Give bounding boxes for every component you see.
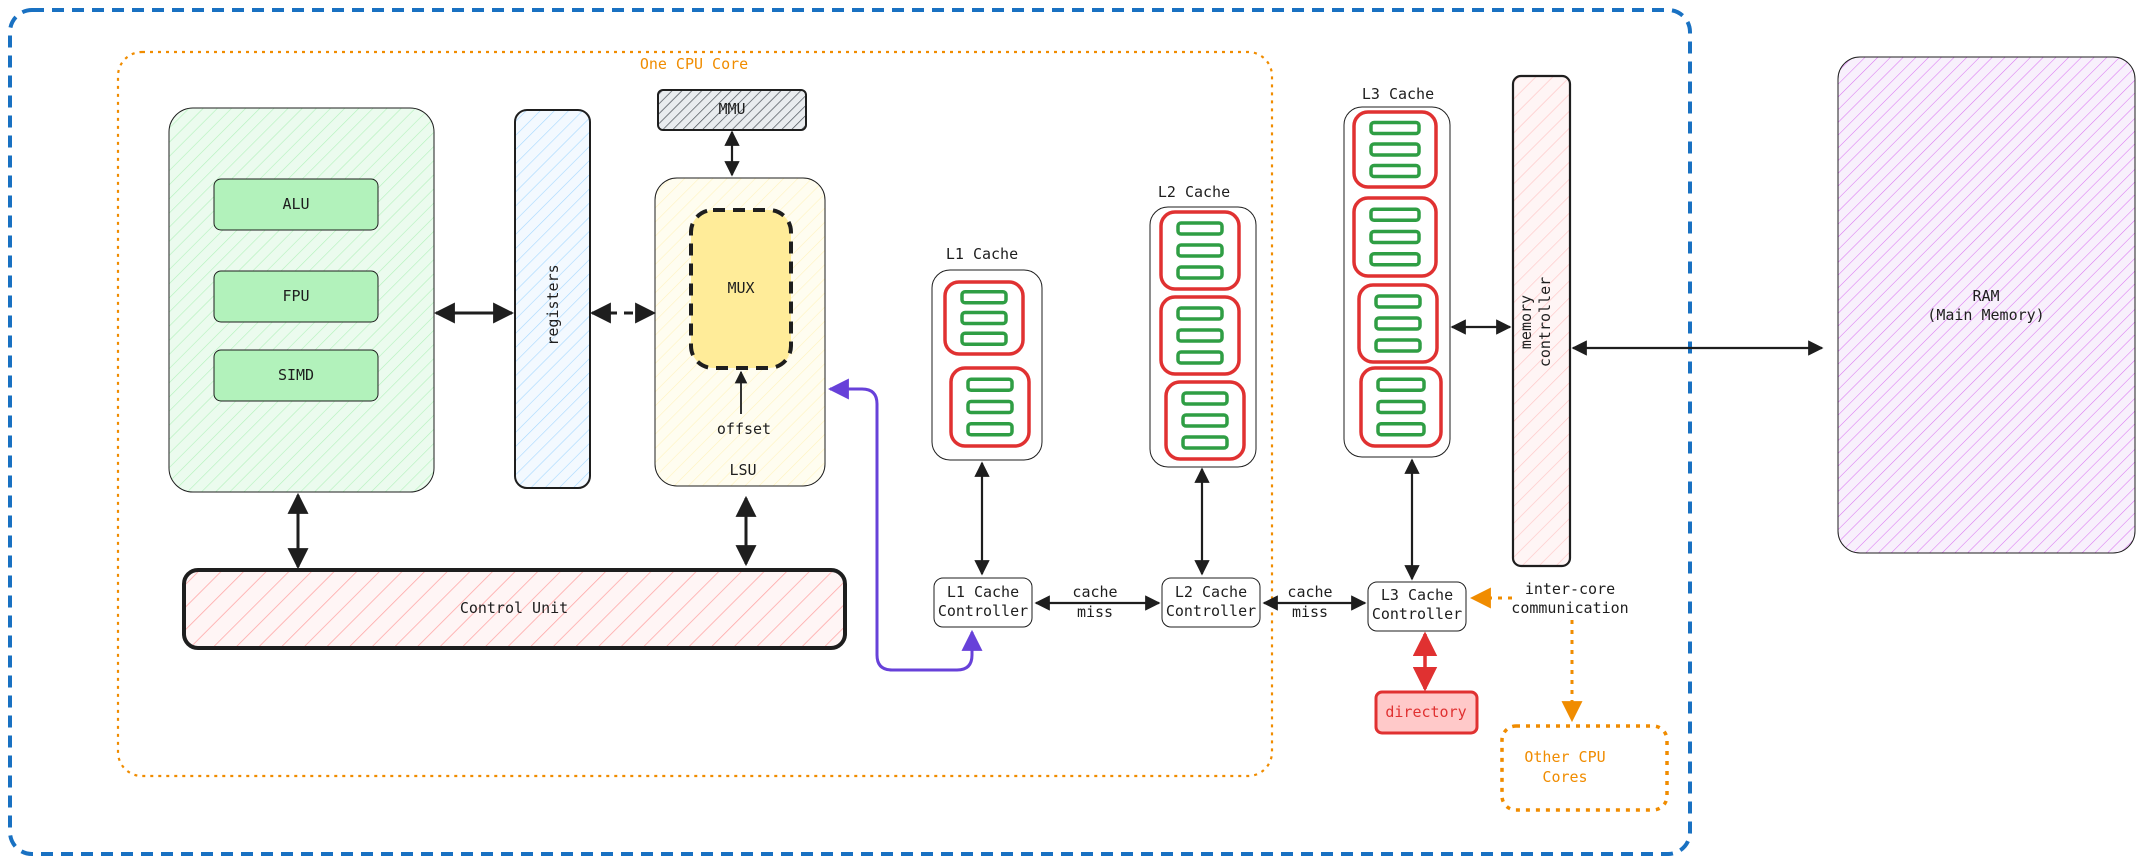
cache-line [1176, 350, 1224, 365]
cache-line [1374, 316, 1422, 331]
l2-controller-line2: Controller [1166, 602, 1256, 620]
cache-line [1181, 391, 1229, 406]
l1-cache-block [943, 280, 1025, 356]
alu-box [213, 178, 379, 231]
registers-label: registers [544, 264, 562, 345]
simd-box [213, 349, 379, 402]
cache-miss-1-line2: miss [1077, 603, 1113, 621]
memory-controller-line1: memory [1517, 295, 1535, 349]
directory-box [1374, 690, 1479, 735]
cache-line [1369, 120, 1421, 136]
cache-line [1176, 328, 1224, 343]
l3-cache-block [1352, 110, 1438, 189]
l2-controller-box [1161, 577, 1261, 628]
l2-cache-block [1159, 295, 1241, 376]
cache-line [966, 422, 1014, 437]
l3-cache-title: L3 Cache [1362, 85, 1434, 103]
cache-line [1369, 163, 1421, 179]
cache-line [966, 377, 1014, 392]
cache-line [1369, 142, 1421, 157]
cache-line [1376, 377, 1426, 392]
other-cores-line1: Other CPU [1524, 748, 1605, 766]
cache-line [1176, 221, 1224, 236]
l1-cache-title: L1 Cache [946, 245, 1018, 263]
other-cores-line2: Cores [1542, 768, 1587, 786]
cache-line [1176, 265, 1224, 280]
simd-label: SIMD [278, 366, 314, 384]
other-cpu-cores-box [1500, 724, 1669, 812]
memory-controller-box [1511, 74, 1572, 568]
l2-cache-block [1159, 210, 1241, 291]
cache-line [960, 331, 1008, 346]
mmu-label: MMU [718, 100, 745, 118]
cache-line [1374, 294, 1422, 309]
l2-controller-line1: L2 Cache [1175, 583, 1247, 601]
cache-miss-1-line1: cache [1072, 583, 1117, 601]
mmu-box [657, 89, 807, 131]
ram-line2: (Main Memory) [1927, 306, 2044, 324]
cache-line [1369, 252, 1421, 267]
cache-line [1181, 413, 1229, 428]
l2-cache-title: L2 Cache [1158, 183, 1230, 201]
mux-box [689, 208, 793, 370]
l3-cache-block [1352, 196, 1438, 278]
fpu-box [213, 270, 379, 323]
l1-cache-block [949, 366, 1031, 448]
mux-label: MUX [727, 279, 754, 297]
l3-cache-block [1359, 366, 1443, 448]
cache-line [1176, 306, 1224, 321]
directory-label: directory [1385, 703, 1466, 721]
alu-label: ALU [282, 195, 309, 213]
cache-line [1369, 207, 1421, 222]
inter-core-line2: communication [1511, 599, 1628, 617]
l3-cache-block [1357, 283, 1439, 364]
cache-line [960, 310, 1008, 326]
memory-controller-line2: controller [1536, 277, 1554, 367]
cpu-core-boundary [116, 50, 1274, 778]
cache-line [966, 399, 1014, 415]
outer-boundary [8, 8, 1692, 856]
cache-line [1376, 399, 1426, 415]
ram-line1: RAM [1972, 287, 1999, 305]
cache-line [1374, 338, 1422, 353]
l1-controller-line2: Controller [938, 602, 1028, 620]
cache-line [1376, 422, 1426, 437]
l3-cache-blocks [1352, 110, 1443, 448]
cache-line [1176, 243, 1224, 258]
l2-cache-block [1164, 380, 1246, 461]
inter-core-line1: inter-core [1525, 580, 1615, 598]
cache-miss-2-line2: miss [1292, 603, 1328, 621]
cpu-core-title: One CPU Core [640, 55, 748, 73]
cache-miss-2-line1: cache [1287, 583, 1332, 601]
cache-line [1181, 435, 1229, 450]
cache-line [960, 290, 1008, 305]
l3-controller-line2: Controller [1372, 605, 1462, 623]
fpu-label: FPU [282, 287, 309, 305]
ram-box [1837, 56, 2136, 554]
l3-controller-box [1367, 581, 1467, 632]
l1-controller-line1: L1 Cache [947, 583, 1019, 601]
cache-line [1369, 229, 1421, 245]
offset-label: offset [717, 420, 771, 438]
l2-cache-blocks [1159, 210, 1246, 461]
l3-controller-line1: L3 Cache [1381, 586, 1453, 604]
registers-box [514, 109, 591, 489]
control-unit-label: Control Unit [460, 599, 568, 617]
lsu-label: LSU [729, 461, 756, 479]
arrow-lsu-l1controller [827, 378, 983, 672]
